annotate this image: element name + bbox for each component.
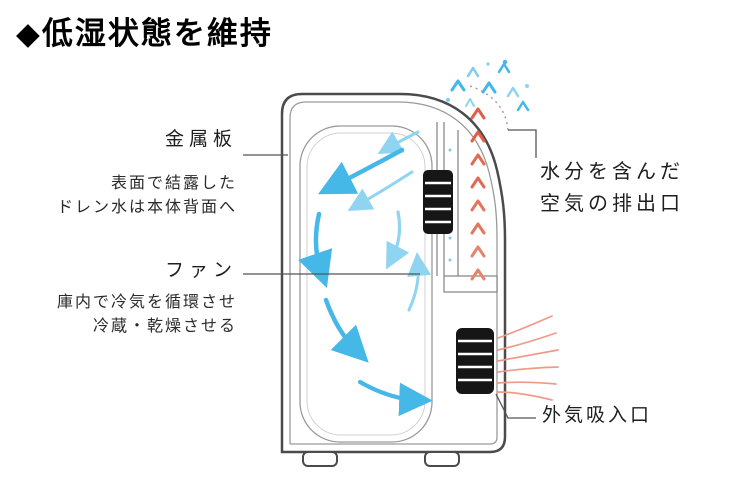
label-fan-desc2: 冷蔵・乾燥させる	[92, 318, 237, 335]
label-metal-plate-desc2: ドレン水は本体背面へ	[56, 199, 237, 216]
intake-grille	[456, 328, 494, 394]
warm-air-up-arrows	[470, 107, 486, 281]
page-title: ◆低湿状態を維持	[16, 16, 273, 51]
label-metal-plate-desc1: 表面で結露した	[110, 175, 237, 192]
label-fan-desc1: 庫内で冷気を循環させ	[56, 294, 237, 311]
label-fan: ファン	[164, 260, 237, 281]
label-metal-plate: 金属板	[164, 129, 237, 150]
intake-air-streamlines	[497, 315, 559, 401]
exhaust-flow-dotted-line	[469, 85, 509, 131]
exhaust-leader-line	[508, 129, 537, 158]
label-intake-port: 外気吸入口	[542, 405, 653, 426]
callout-lines	[243, 129, 537, 419]
exhaust-air-arrows	[446, 59, 530, 112]
intake-leader-line	[495, 393, 536, 419]
unit-foot-right	[424, 451, 460, 467]
cold-air-circulation-arrows	[298, 130, 433, 417]
label-exhaust-port-1: 水分を含んだ	[540, 161, 684, 183]
fan	[423, 170, 453, 234]
unit-foot-left	[302, 451, 338, 467]
label-exhaust-port-2: 空気の排出口	[540, 193, 684, 215]
